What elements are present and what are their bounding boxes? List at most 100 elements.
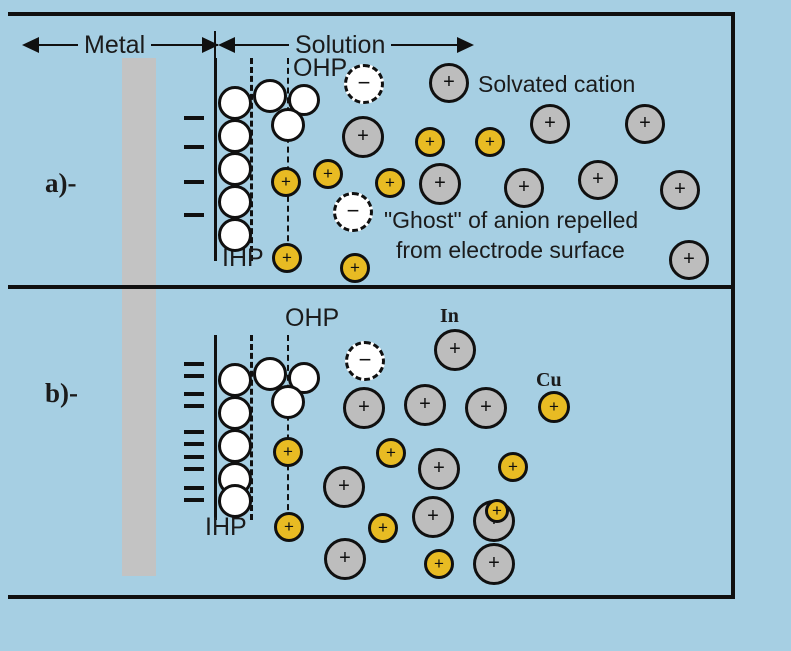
- plus-sign: +: [485, 131, 495, 151]
- solvated-cation: +: [412, 496, 454, 538]
- minus-sign: −: [357, 70, 371, 95]
- water-molecule: [271, 108, 305, 142]
- ihp-plane-b: [250, 335, 253, 520]
- plus-sign: +: [357, 125, 369, 147]
- frame-right-rule-bottom: [731, 285, 735, 599]
- plus-sign: +: [323, 163, 333, 183]
- water-molecule: [218, 429, 252, 463]
- indium-ion-label: In: [440, 305, 459, 327]
- plus-sign: +: [385, 172, 395, 192]
- metal-arrow-right-icon: [202, 37, 219, 53]
- bare-cation: +: [273, 437, 303, 467]
- metal-electrode-slab-a: [122, 58, 156, 285]
- plus-sign: +: [639, 112, 651, 134]
- plus-sign: +: [480, 396, 492, 418]
- plus-sign: +: [338, 475, 350, 497]
- minus-sign: −: [346, 198, 360, 223]
- electrode-charge-mark: [184, 442, 204, 446]
- electrode-charge-mark: [184, 486, 204, 490]
- ohp-label-a: OHP: [293, 54, 348, 82]
- solvated-cation: +: [578, 160, 618, 200]
- solvated-cation: +: [504, 168, 544, 208]
- solvated-cation: +: [323, 466, 365, 508]
- solvated-cation: +: [625, 104, 665, 144]
- electrode-charge-mark: [184, 374, 204, 378]
- solvated-cation: +: [669, 240, 709, 280]
- solvated-cation-indium: +: [434, 329, 476, 371]
- plus-sign: +: [549, 396, 559, 416]
- plus-sign: +: [419, 393, 431, 415]
- ihp-plane-a: [250, 58, 253, 261]
- solvated-cation: +: [324, 538, 366, 580]
- solvated-cation: +: [465, 387, 507, 429]
- plus-sign: +: [434, 172, 446, 194]
- header-metal-label: Metal: [78, 31, 152, 60]
- electrode-charge-mark: [184, 145, 204, 149]
- plus-sign: +: [284, 516, 294, 536]
- bare-cation: +: [498, 452, 528, 482]
- panel-a-label: a)-: [45, 168, 77, 198]
- plus-sign: +: [281, 171, 291, 191]
- interface-tick: [214, 31, 216, 58]
- ghost-anion: −: [345, 341, 385, 381]
- plus-sign: +: [427, 505, 439, 527]
- solution-arrow-left-icon: [218, 37, 235, 53]
- electrode-surface-line-a: [214, 58, 217, 261]
- ghost-anion: −: [333, 192, 373, 232]
- plus-sign: +: [358, 396, 370, 418]
- bare-cation: +: [415, 127, 445, 157]
- plus-sign: +: [508, 456, 518, 476]
- solvated-cation: +: [343, 387, 385, 429]
- water-molecule: [253, 79, 287, 113]
- plus-sign: +: [488, 552, 500, 574]
- bare-cation: +: [368, 513, 398, 543]
- metal-electrode-slab-b: [122, 289, 156, 576]
- water-molecule: [218, 363, 252, 397]
- bare-cation: +: [375, 168, 405, 198]
- water-molecule: [218, 86, 252, 120]
- copper-ion-label: Cu: [536, 369, 562, 391]
- plus-sign: +: [425, 131, 435, 151]
- plus-sign: +: [592, 168, 604, 190]
- solvated-cation: +: [429, 63, 469, 103]
- bare-cation: +: [376, 438, 406, 468]
- plus-sign: +: [283, 441, 293, 461]
- electrode-charge-mark: [184, 392, 204, 396]
- ohp-label-b: OHP: [285, 304, 340, 332]
- water-molecule: [271, 385, 305, 419]
- electrode-charge-mark: [184, 498, 204, 502]
- metal-arrow-left-icon: [22, 37, 39, 53]
- water-molecule: [218, 218, 252, 252]
- plus-sign: +: [683, 248, 695, 270]
- plus-sign: +: [350, 257, 360, 277]
- plus-sign: +: [386, 442, 396, 462]
- solvated-cation: +: [473, 543, 515, 585]
- bare-cation: +: [424, 549, 454, 579]
- plus-sign: +: [544, 112, 556, 134]
- solvated-cation: +: [342, 116, 384, 158]
- electrode-charge-mark: [184, 213, 204, 217]
- frame-top-rule: [8, 12, 735, 16]
- electrode-charge-mark: [184, 430, 204, 434]
- solvated-cation: +: [404, 384, 446, 426]
- electrode-charge-mark: [184, 455, 204, 459]
- header-solution-label: Solution: [289, 31, 392, 60]
- bare-cation: +: [313, 159, 343, 189]
- bare-cation: +: [475, 127, 505, 157]
- panel-divider-rule: [8, 285, 735, 289]
- ohp-plane-a: [287, 58, 289, 261]
- ohp-plane-b: [287, 335, 289, 530]
- electrode-charge-mark: [184, 467, 204, 471]
- solvated-cation-annotation: Solvated cation: [478, 71, 636, 97]
- plus-sign: +: [674, 178, 686, 200]
- bare-cation: +: [485, 499, 509, 523]
- electrode-charge-mark: [184, 180, 204, 184]
- plus-sign: +: [339, 547, 351, 569]
- ghost-anion: −: [344, 64, 384, 104]
- plus-sign: +: [518, 176, 530, 198]
- water-molecule: [218, 396, 252, 430]
- solvated-cation: +: [530, 104, 570, 144]
- ihp-label-b: IHP: [205, 513, 247, 541]
- plus-sign: +: [492, 500, 502, 520]
